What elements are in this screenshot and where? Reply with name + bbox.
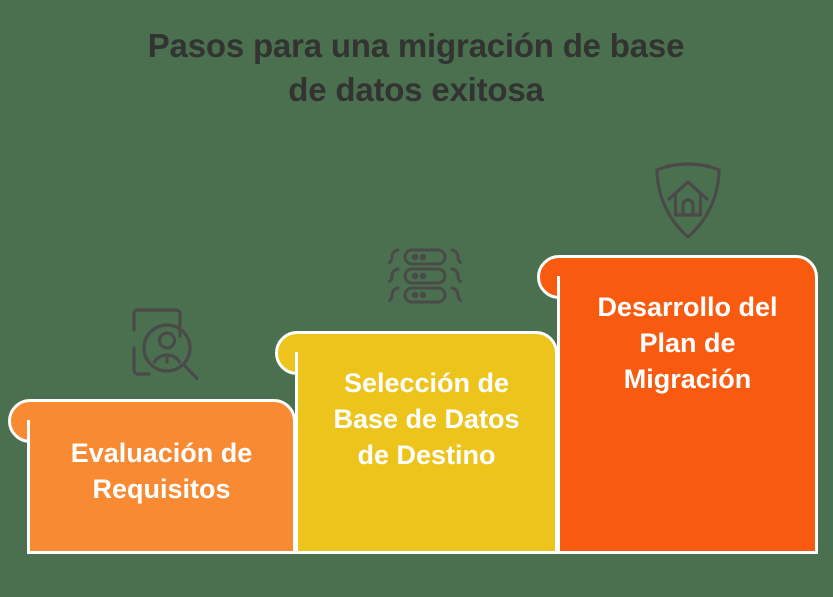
document-person-magnifier-icon bbox=[124, 306, 200, 388]
step-1-label: Evaluación de Requisitos bbox=[70, 438, 253, 504]
step-2-block[interactable]: Selección de Base de Datos de Destino bbox=[295, 352, 558, 554]
database-server-stack-icon bbox=[388, 246, 462, 306]
shield-house-icon bbox=[650, 160, 726, 242]
page-title: Pasos para una migración de base de dato… bbox=[147, 27, 685, 108]
step-1-block[interactable]: Evaluación de Requisitos bbox=[27, 420, 296, 554]
step-2-label: Selección de Base de Datos de Destino bbox=[333, 368, 520, 470]
step-3-block[interactable]: Desarrollo del Plan de Migración bbox=[557, 276, 818, 554]
step-3-label: Desarrollo del Plan de Migración bbox=[597, 292, 778, 394]
